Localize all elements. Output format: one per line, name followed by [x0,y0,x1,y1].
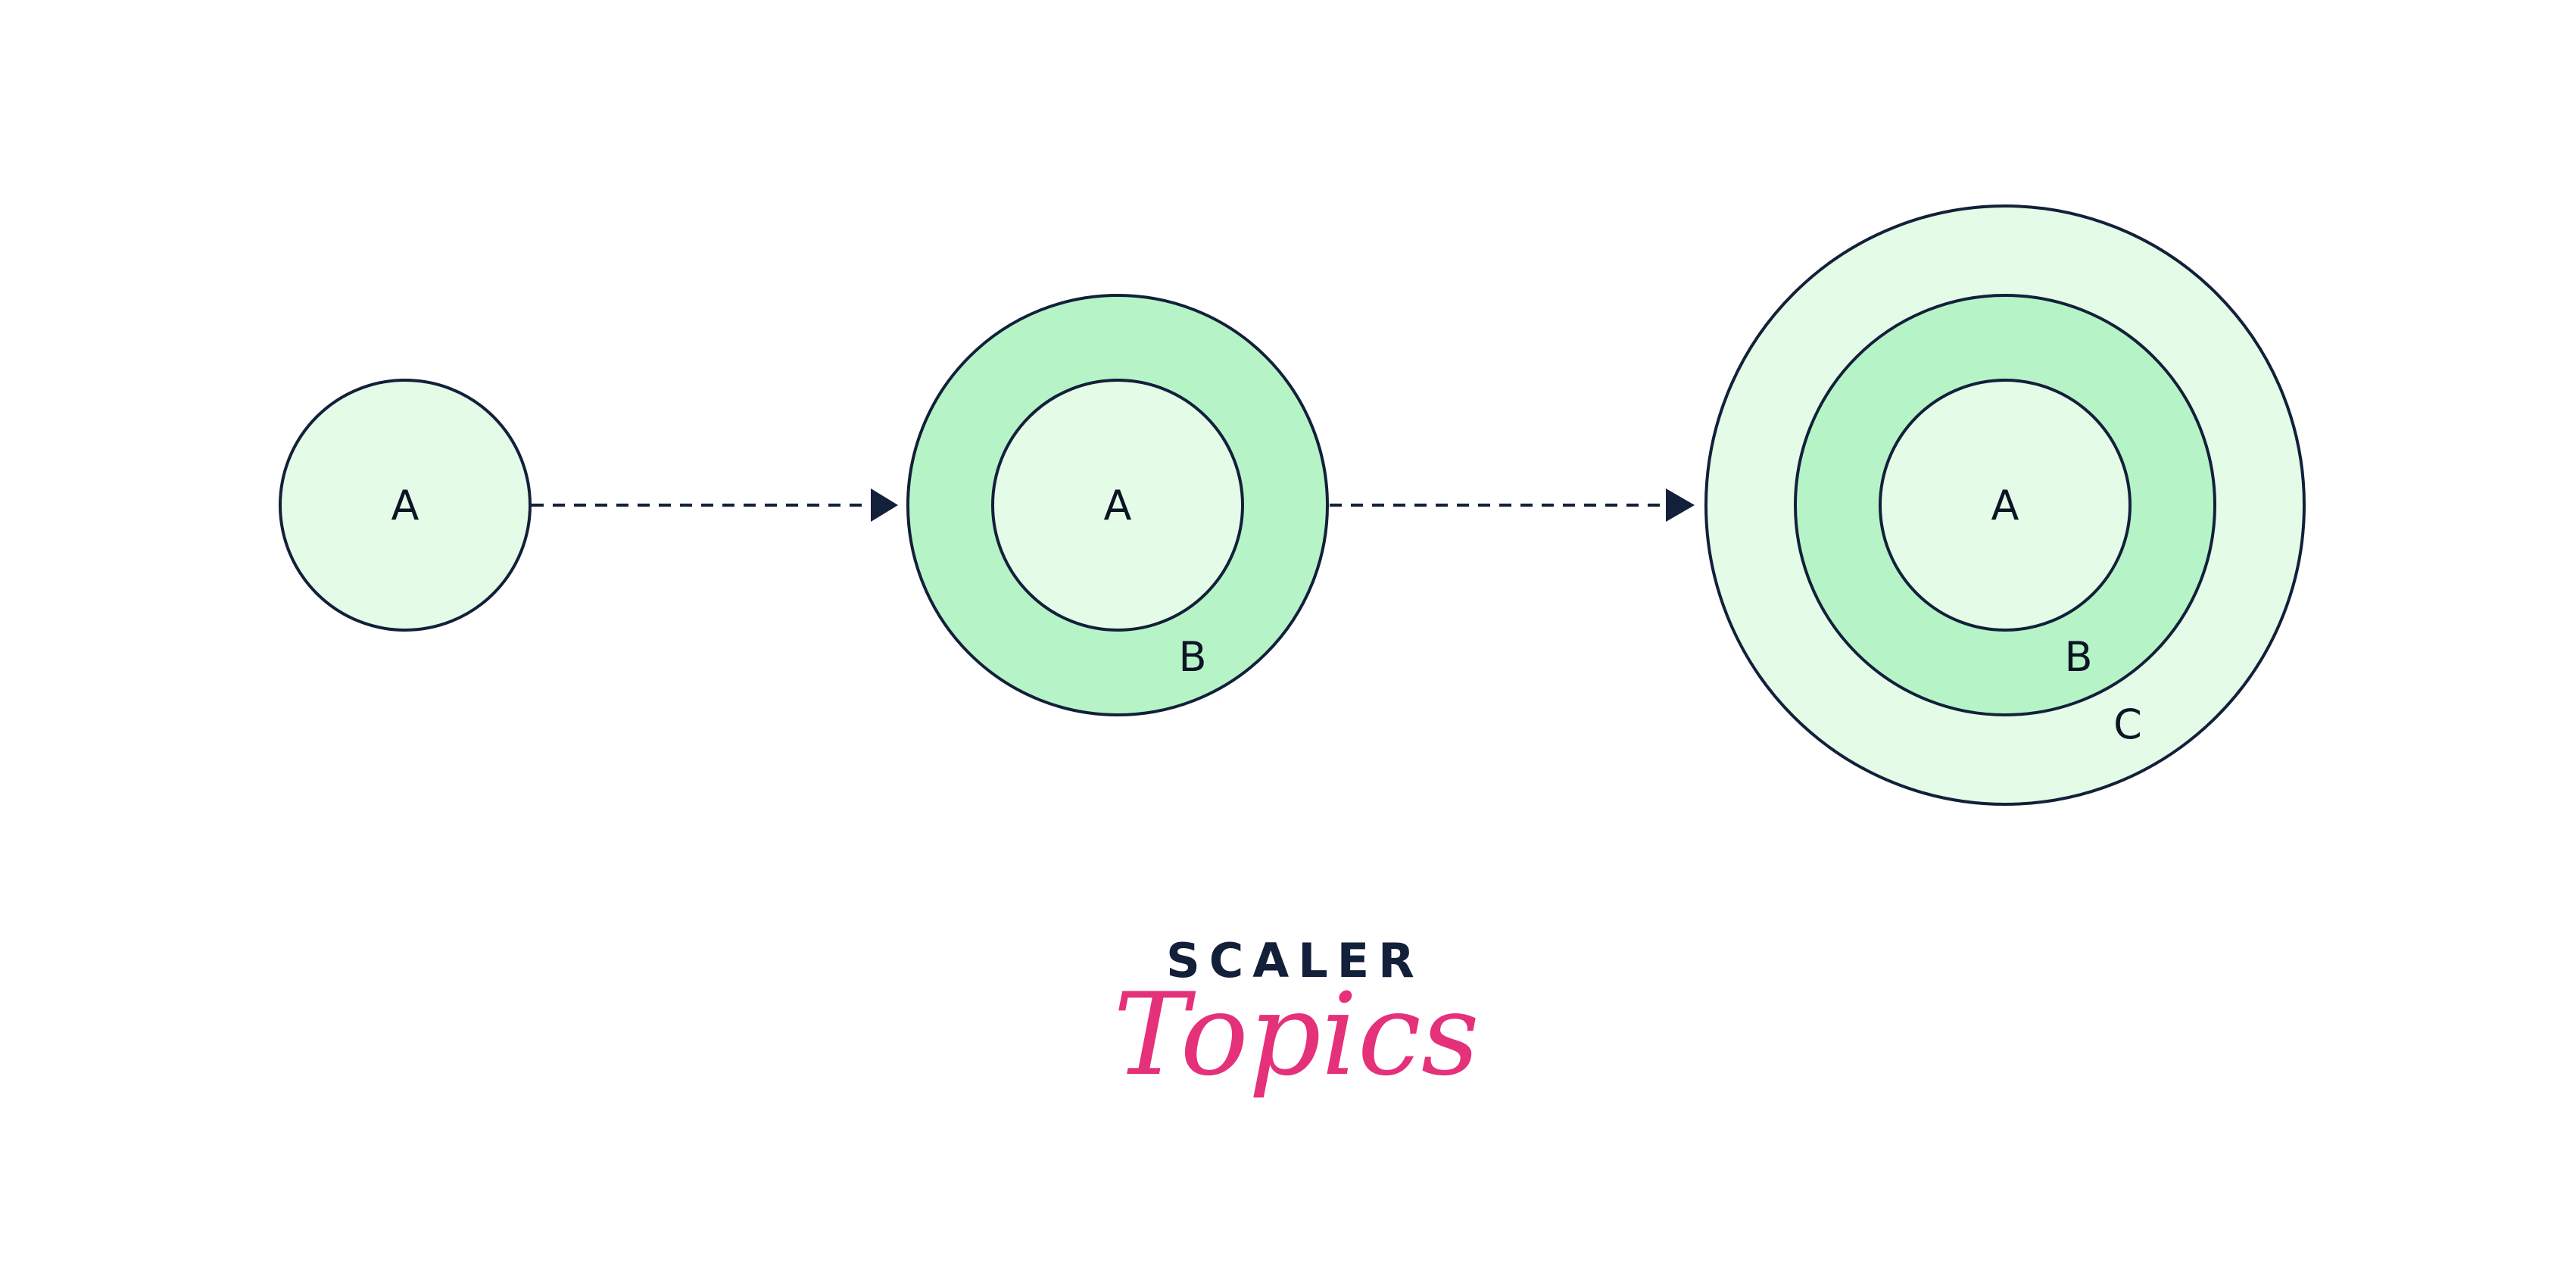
stage-2: A B [906,294,1329,716]
arrowhead-icon [1666,488,1695,522]
circle-a [279,379,532,632]
arrowhead-icon [871,488,898,522]
label-b: B [1178,633,1206,681]
logo-sub-text: Topics [1113,969,1480,1101]
arrow-1 [532,488,898,522]
label-a: A [1104,482,1132,529]
label-c: C [2113,701,2142,748]
circle-a [1879,379,2132,632]
logo-brand-text: SCALER [1166,933,1424,988]
scaler-topics-logo: SCALER Topics [1113,933,1480,1101]
label-b: B [2064,633,2092,681]
circle-a [991,379,1244,632]
stage-3: A B C [1704,204,2306,806]
label-a: A [391,482,419,529]
label-a: A [1991,482,2019,529]
stage-1: A [279,379,532,632]
arrow-2 [1330,488,1695,522]
